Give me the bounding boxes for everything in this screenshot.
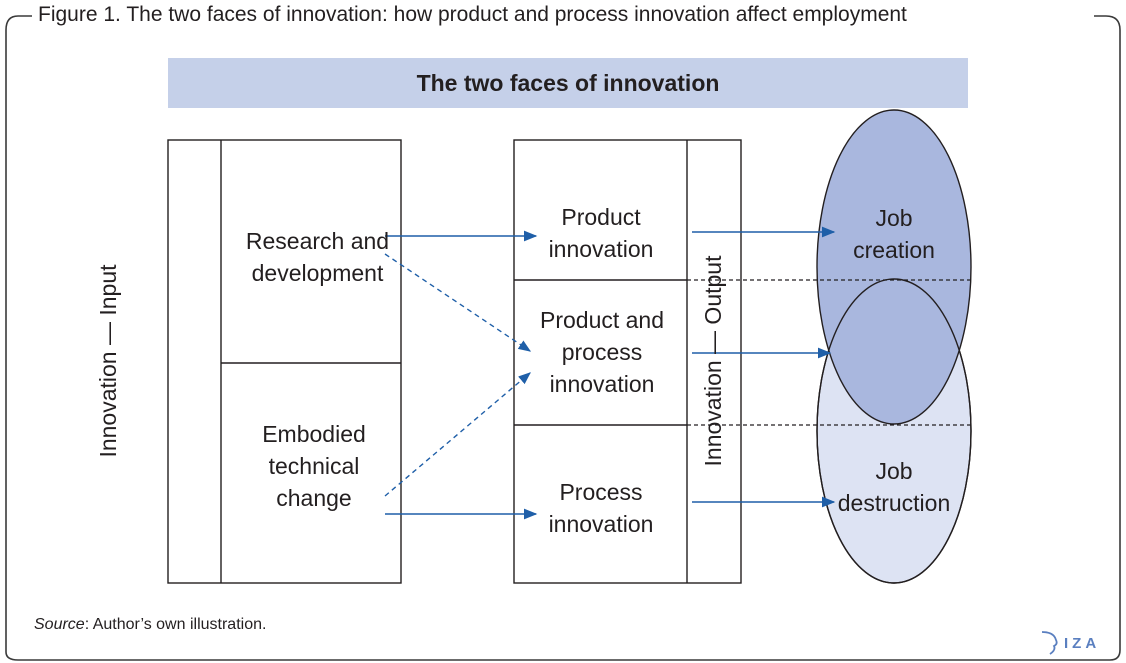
iza-logo-text: IZA: [1064, 635, 1101, 652]
product-process-label: Product and process innovation: [539, 307, 665, 397]
job-destruction-outline: [816, 278, 972, 584]
source-note: Source: Author’s own illustration.: [34, 616, 266, 634]
output-column-box: [513, 139, 742, 584]
banner-title: The two faces of innovation: [416, 69, 720, 96]
job-creation-ellipse: [816, 109, 972, 425]
job-creation-label: Job creation: [853, 205, 935, 263]
input-column-box: [167, 139, 402, 584]
input-axis-label: Innovation — Input: [94, 264, 121, 458]
process-innovation-label: Process innovation: [548, 479, 654, 537]
iza-logo-icon: [1041, 631, 1058, 655]
embodied-tech-label: Embodied technical change: [262, 421, 366, 511]
job-destruction-label: Job destruction: [837, 458, 951, 516]
product-innovation-label: Product innovation: [548, 204, 654, 262]
rd-label: Research and development: [245, 228, 390, 286]
diagram-banner: The two faces of innovation: [168, 58, 968, 108]
figure-title: Figure 1. The two faces of innovation: h…: [34, 2, 911, 28]
arrow-embodied-to-both: [384, 372, 531, 497]
output-axis-label: Innovation — Output: [699, 255, 726, 467]
arrow-rd-to-both: [384, 253, 532, 352]
source-text: : Author’s own illustration.: [84, 616, 267, 633]
source-label: Source: [34, 616, 85, 633]
